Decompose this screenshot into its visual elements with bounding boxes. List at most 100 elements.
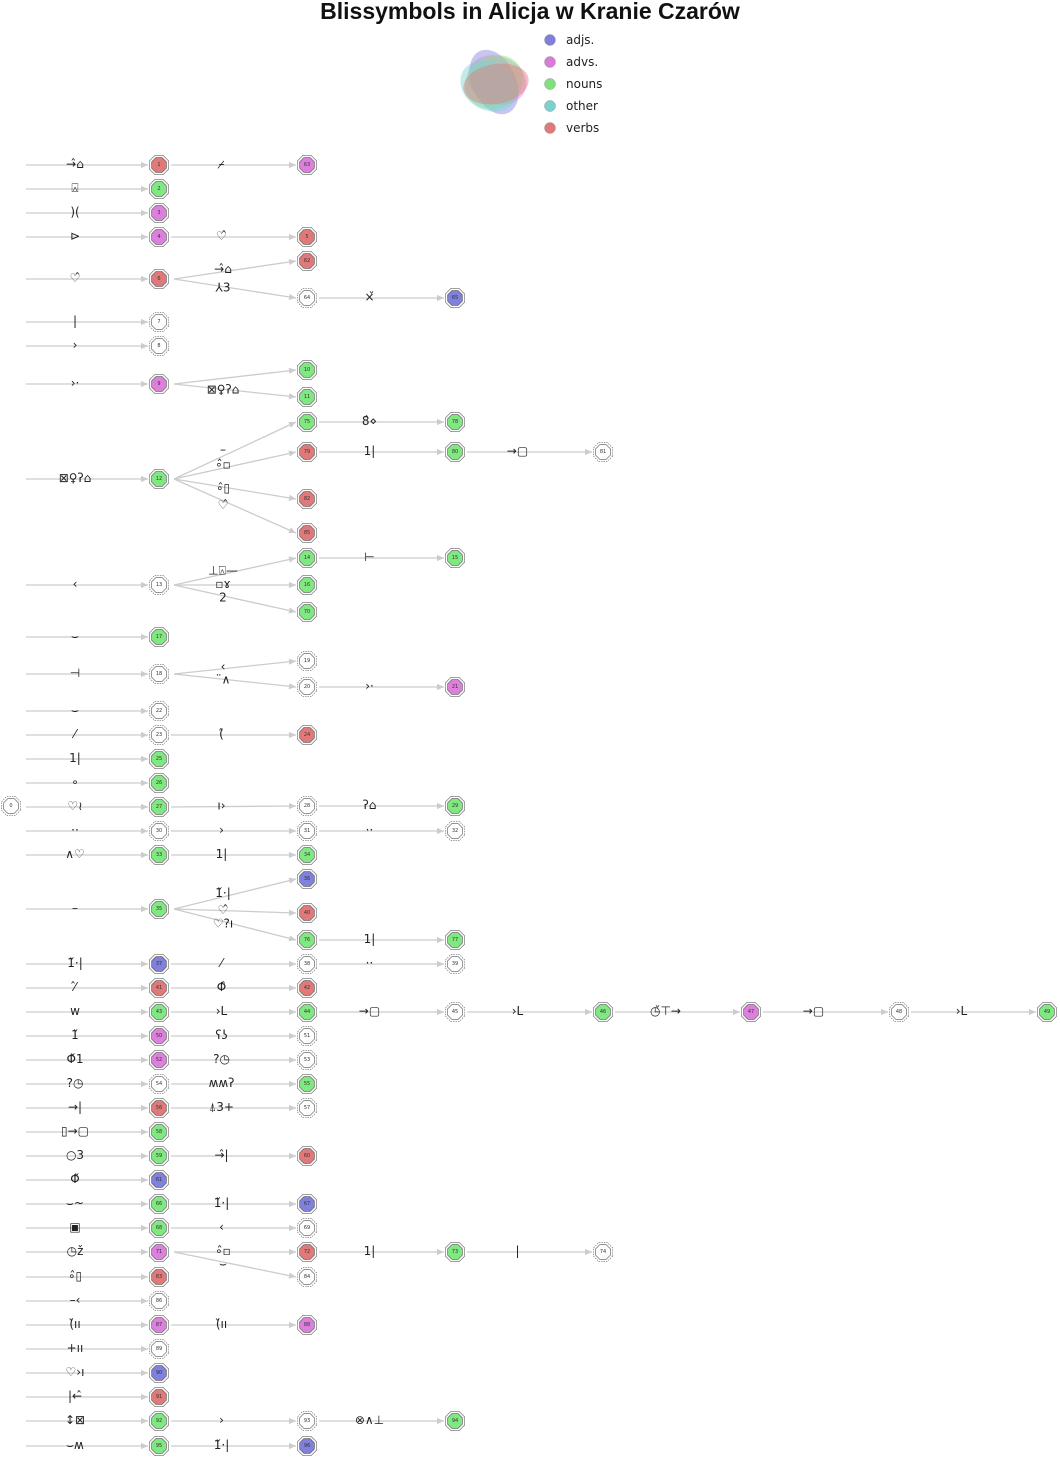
node-32[interactable]: 32	[444, 820, 466, 842]
node-83[interactable]: 83	[149, 1267, 169, 1287]
node-85[interactable]: 85	[296, 522, 318, 544]
node-76[interactable]: 76	[296, 929, 318, 951]
node-40[interactable]: 40	[296, 902, 318, 924]
node-10[interactable]: 10	[296, 359, 318, 381]
node-5[interactable]: 5	[296, 227, 318, 247]
node-59[interactable]: 59	[149, 1146, 169, 1166]
node-67[interactable]: 67	[296, 1194, 318, 1214]
node-42[interactable]: 42	[296, 977, 318, 999]
node-73[interactable]: 73	[444, 1242, 466, 1262]
node-48[interactable]: 48	[888, 1001, 910, 1023]
node-75[interactable]: 75	[296, 411, 318, 433]
node-33[interactable]: 33	[149, 844, 169, 866]
node-8[interactable]: 8	[149, 335, 169, 357]
node-1[interactable]: 1	[149, 155, 169, 175]
node-62[interactable]: 62	[296, 251, 318, 272]
node-64[interactable]: 64	[296, 287, 318, 309]
node-29[interactable]: 29	[444, 795, 466, 817]
node-25[interactable]: 25	[149, 748, 169, 770]
node-81[interactable]: 81	[592, 441, 614, 463]
node-47[interactable]: 47	[740, 1001, 762, 1023]
node-15[interactable]: 15	[444, 547, 466, 569]
node-55[interactable]: 55	[296, 1074, 318, 1094]
venn-ellipse	[464, 54, 524, 110]
node-80[interactable]: 80	[444, 441, 466, 463]
node-50[interactable]: 50	[149, 1026, 169, 1046]
node-90[interactable]: 90	[149, 1363, 169, 1383]
node-86[interactable]: 86	[149, 1291, 169, 1311]
node-52[interactable]: 52	[149, 1050, 169, 1070]
node-69[interactable]: 69	[296, 1218, 318, 1238]
node-82[interactable]: 82	[296, 488, 318, 510]
node-20[interactable]: 20	[296, 676, 318, 698]
node-45[interactable]: 45	[444, 1001, 466, 1023]
node-88[interactable]: 88	[296, 1315, 318, 1335]
node-56[interactable]: 56	[149, 1098, 169, 1118]
node-96[interactable]: 96	[296, 1436, 318, 1456]
node-58[interactable]: 58	[149, 1122, 169, 1142]
node-57[interactable]: 57	[296, 1098, 318, 1118]
node-68[interactable]: 68	[149, 1218, 169, 1238]
node-21[interactable]: 21	[444, 676, 466, 698]
diagram-title: Blissymbols in Alicja w Kranie Czarów	[320, 0, 740, 24]
node-34[interactable]: 34	[296, 844, 318, 866]
node-24[interactable]: 24	[296, 724, 318, 746]
node-12[interactable]: 12	[149, 468, 169, 490]
node-70[interactable]: 70	[296, 601, 318, 623]
node-78[interactable]: 78	[444, 411, 466, 433]
node-3[interactable]: 3	[149, 203, 169, 223]
node-89[interactable]: 89	[149, 1339, 169, 1359]
node-16[interactable]: 16	[296, 574, 318, 596]
node-61[interactable]: 61	[149, 1170, 169, 1190]
node-63[interactable]: 63	[296, 155, 318, 175]
node-27[interactable]: 27	[149, 796, 169, 818]
node-31[interactable]: 31	[296, 820, 318, 842]
node-44[interactable]: 44	[296, 1001, 318, 1023]
node-30[interactable]: 30	[149, 820, 169, 842]
node-79[interactable]: 79	[296, 441, 318, 463]
node-0[interactable]: 0	[0, 795, 22, 817]
node-2[interactable]: 2	[149, 179, 169, 199]
node-66[interactable]: 66	[149, 1194, 169, 1214]
node-53[interactable]: 53	[296, 1050, 318, 1070]
node-77[interactable]: 77	[444, 929, 466, 951]
node-74[interactable]: 74	[592, 1242, 614, 1262]
node-18[interactable]: 18	[149, 663, 169, 685]
node-92[interactable]: 92	[149, 1411, 169, 1431]
node-37[interactable]: 37	[149, 953, 169, 975]
node-label-67: 67	[304, 1201, 310, 1207]
node-84[interactable]: 84	[296, 1267, 318, 1287]
node-17[interactable]: 17	[149, 626, 169, 648]
node-72[interactable]: 72	[296, 1242, 318, 1262]
node-65[interactable]: 65	[444, 287, 466, 309]
node-19[interactable]: 19	[296, 650, 318, 672]
node-38[interactable]: 38	[296, 953, 318, 975]
node-93[interactable]: 93	[296, 1411, 318, 1431]
node-35[interactable]: 35	[149, 898, 169, 920]
node-87[interactable]: 87	[149, 1315, 169, 1335]
node-49[interactable]: 49	[1037, 1001, 1057, 1023]
node-60[interactable]: 60	[296, 1146, 318, 1166]
node-71[interactable]: 71	[149, 1242, 169, 1262]
node-39[interactable]: 39	[444, 953, 466, 975]
node-43[interactable]: 43	[149, 1001, 169, 1023]
node-95[interactable]: 95	[149, 1436, 169, 1456]
node-28[interactable]: 28	[296, 795, 318, 817]
node-26[interactable]: 26	[149, 772, 169, 794]
node-6[interactable]: 6	[149, 268, 169, 290]
node-91[interactable]: 91	[149, 1387, 169, 1407]
node-22[interactable]: 22	[149, 700, 169, 722]
node-14[interactable]: 14	[296, 547, 318, 569]
node-4[interactable]: 4	[149, 227, 169, 247]
node-51[interactable]: 51	[296, 1026, 318, 1046]
node-46[interactable]: 46	[592, 1001, 614, 1023]
node-13[interactable]: 13	[149, 574, 169, 596]
node-11[interactable]: 11	[296, 386, 318, 408]
node-54[interactable]: 54	[149, 1074, 169, 1094]
node-7[interactable]: 7	[149, 311, 169, 333]
node-23[interactable]: 23	[149, 724, 169, 746]
node-9[interactable]: 9	[149, 373, 169, 395]
node-94[interactable]: 94	[444, 1411, 466, 1431]
node-41[interactable]: 41	[149, 977, 169, 999]
node-36[interactable]: 36	[296, 868, 318, 890]
